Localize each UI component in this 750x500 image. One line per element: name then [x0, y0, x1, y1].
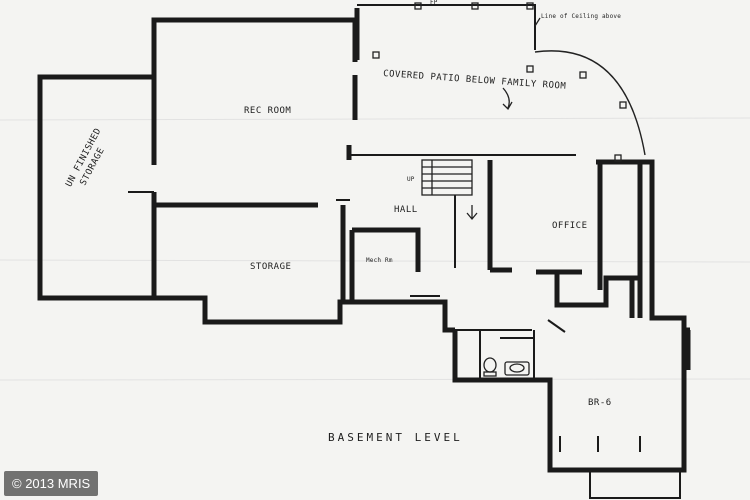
label-covered-patio: COVERED PATIO BELOW FAMILY ROOM — [383, 69, 567, 92]
bathroom-fixtures — [483, 357, 530, 377]
ceiling-line-arc — [534, 50, 646, 156]
label-line-of-ceiling: Line of Ceiling above — [541, 13, 621, 20]
label-mech-room: Mech Rm — [366, 257, 393, 264]
copyright-watermark: © 2013 MRIS — [4, 471, 99, 496]
sink-icon — [504, 361, 530, 376]
exterior-walls — [37, 4, 687, 499]
label-hall: HALL — [394, 205, 418, 215]
paper-texture — [0, 117, 750, 381]
patio-columns — [372, 2, 627, 162]
toilet-icon — [483, 357, 497, 373]
label-up: UP — [407, 176, 415, 183]
label-br6: BR-6 — [588, 398, 612, 408]
staircase — [421, 159, 478, 221]
label-fp: FP — [430, 0, 438, 6]
patio-arrow — [502, 87, 513, 111]
label-basement-level: BASEMENT LEVEL — [328, 431, 463, 444]
interior-walls — [128, 20, 691, 452]
label-office: OFFICE — [552, 221, 588, 231]
label-storage: STORAGE — [250, 262, 291, 272]
ceiling-note-arrow — [534, 17, 541, 27]
label-rec-room: REC ROOM — [244, 106, 291, 116]
